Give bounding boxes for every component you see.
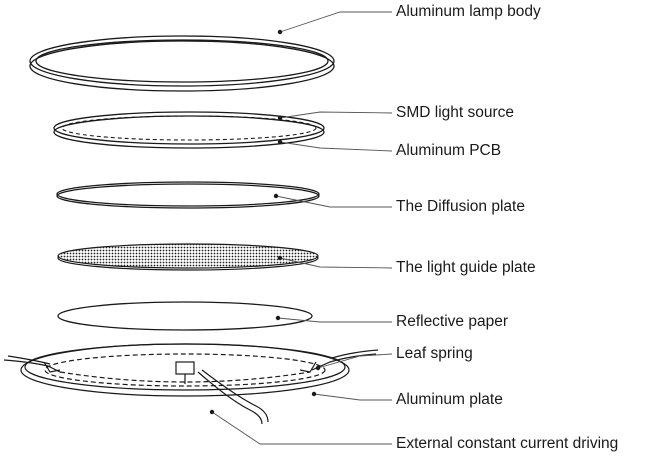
aluminum-pcb-ring bbox=[53, 111, 325, 149]
label-aluminum-plate: Aluminum plate bbox=[396, 391, 503, 408]
label-reflective-paper: Reflective paper bbox=[396, 313, 509, 330]
aluminum-plate bbox=[20, 343, 350, 397]
driver-cable bbox=[197, 369, 269, 425]
reflective-paper bbox=[57, 301, 313, 331]
label-aluminum-pcb: Aluminum PCB bbox=[396, 142, 502, 159]
label-leaf-spring: Leaf spring bbox=[396, 345, 473, 362]
leaf-spring-right bbox=[299, 349, 379, 373]
light-guide-plate bbox=[57, 243, 319, 271]
label-aluminum-lamp-body: Aluminum lamp body bbox=[396, 3, 541, 20]
leader-anchors bbox=[209, 29, 321, 415]
label-smd-light-source: SMD light source bbox=[396, 104, 515, 121]
aluminum-lamp-body bbox=[29, 35, 335, 92]
smd-led-strip bbox=[61, 115, 317, 141]
diffusion-plate bbox=[56, 181, 320, 209]
leader-lines bbox=[211, 11, 393, 445]
label-external-driver: External constant current driving bbox=[396, 435, 619, 452]
label-diffusion-plate: The Diffusion plate bbox=[396, 198, 525, 215]
label-light-guide-plate: The light guide plate bbox=[396, 259, 536, 276]
leaf-spring-left bbox=[3, 355, 61, 373]
